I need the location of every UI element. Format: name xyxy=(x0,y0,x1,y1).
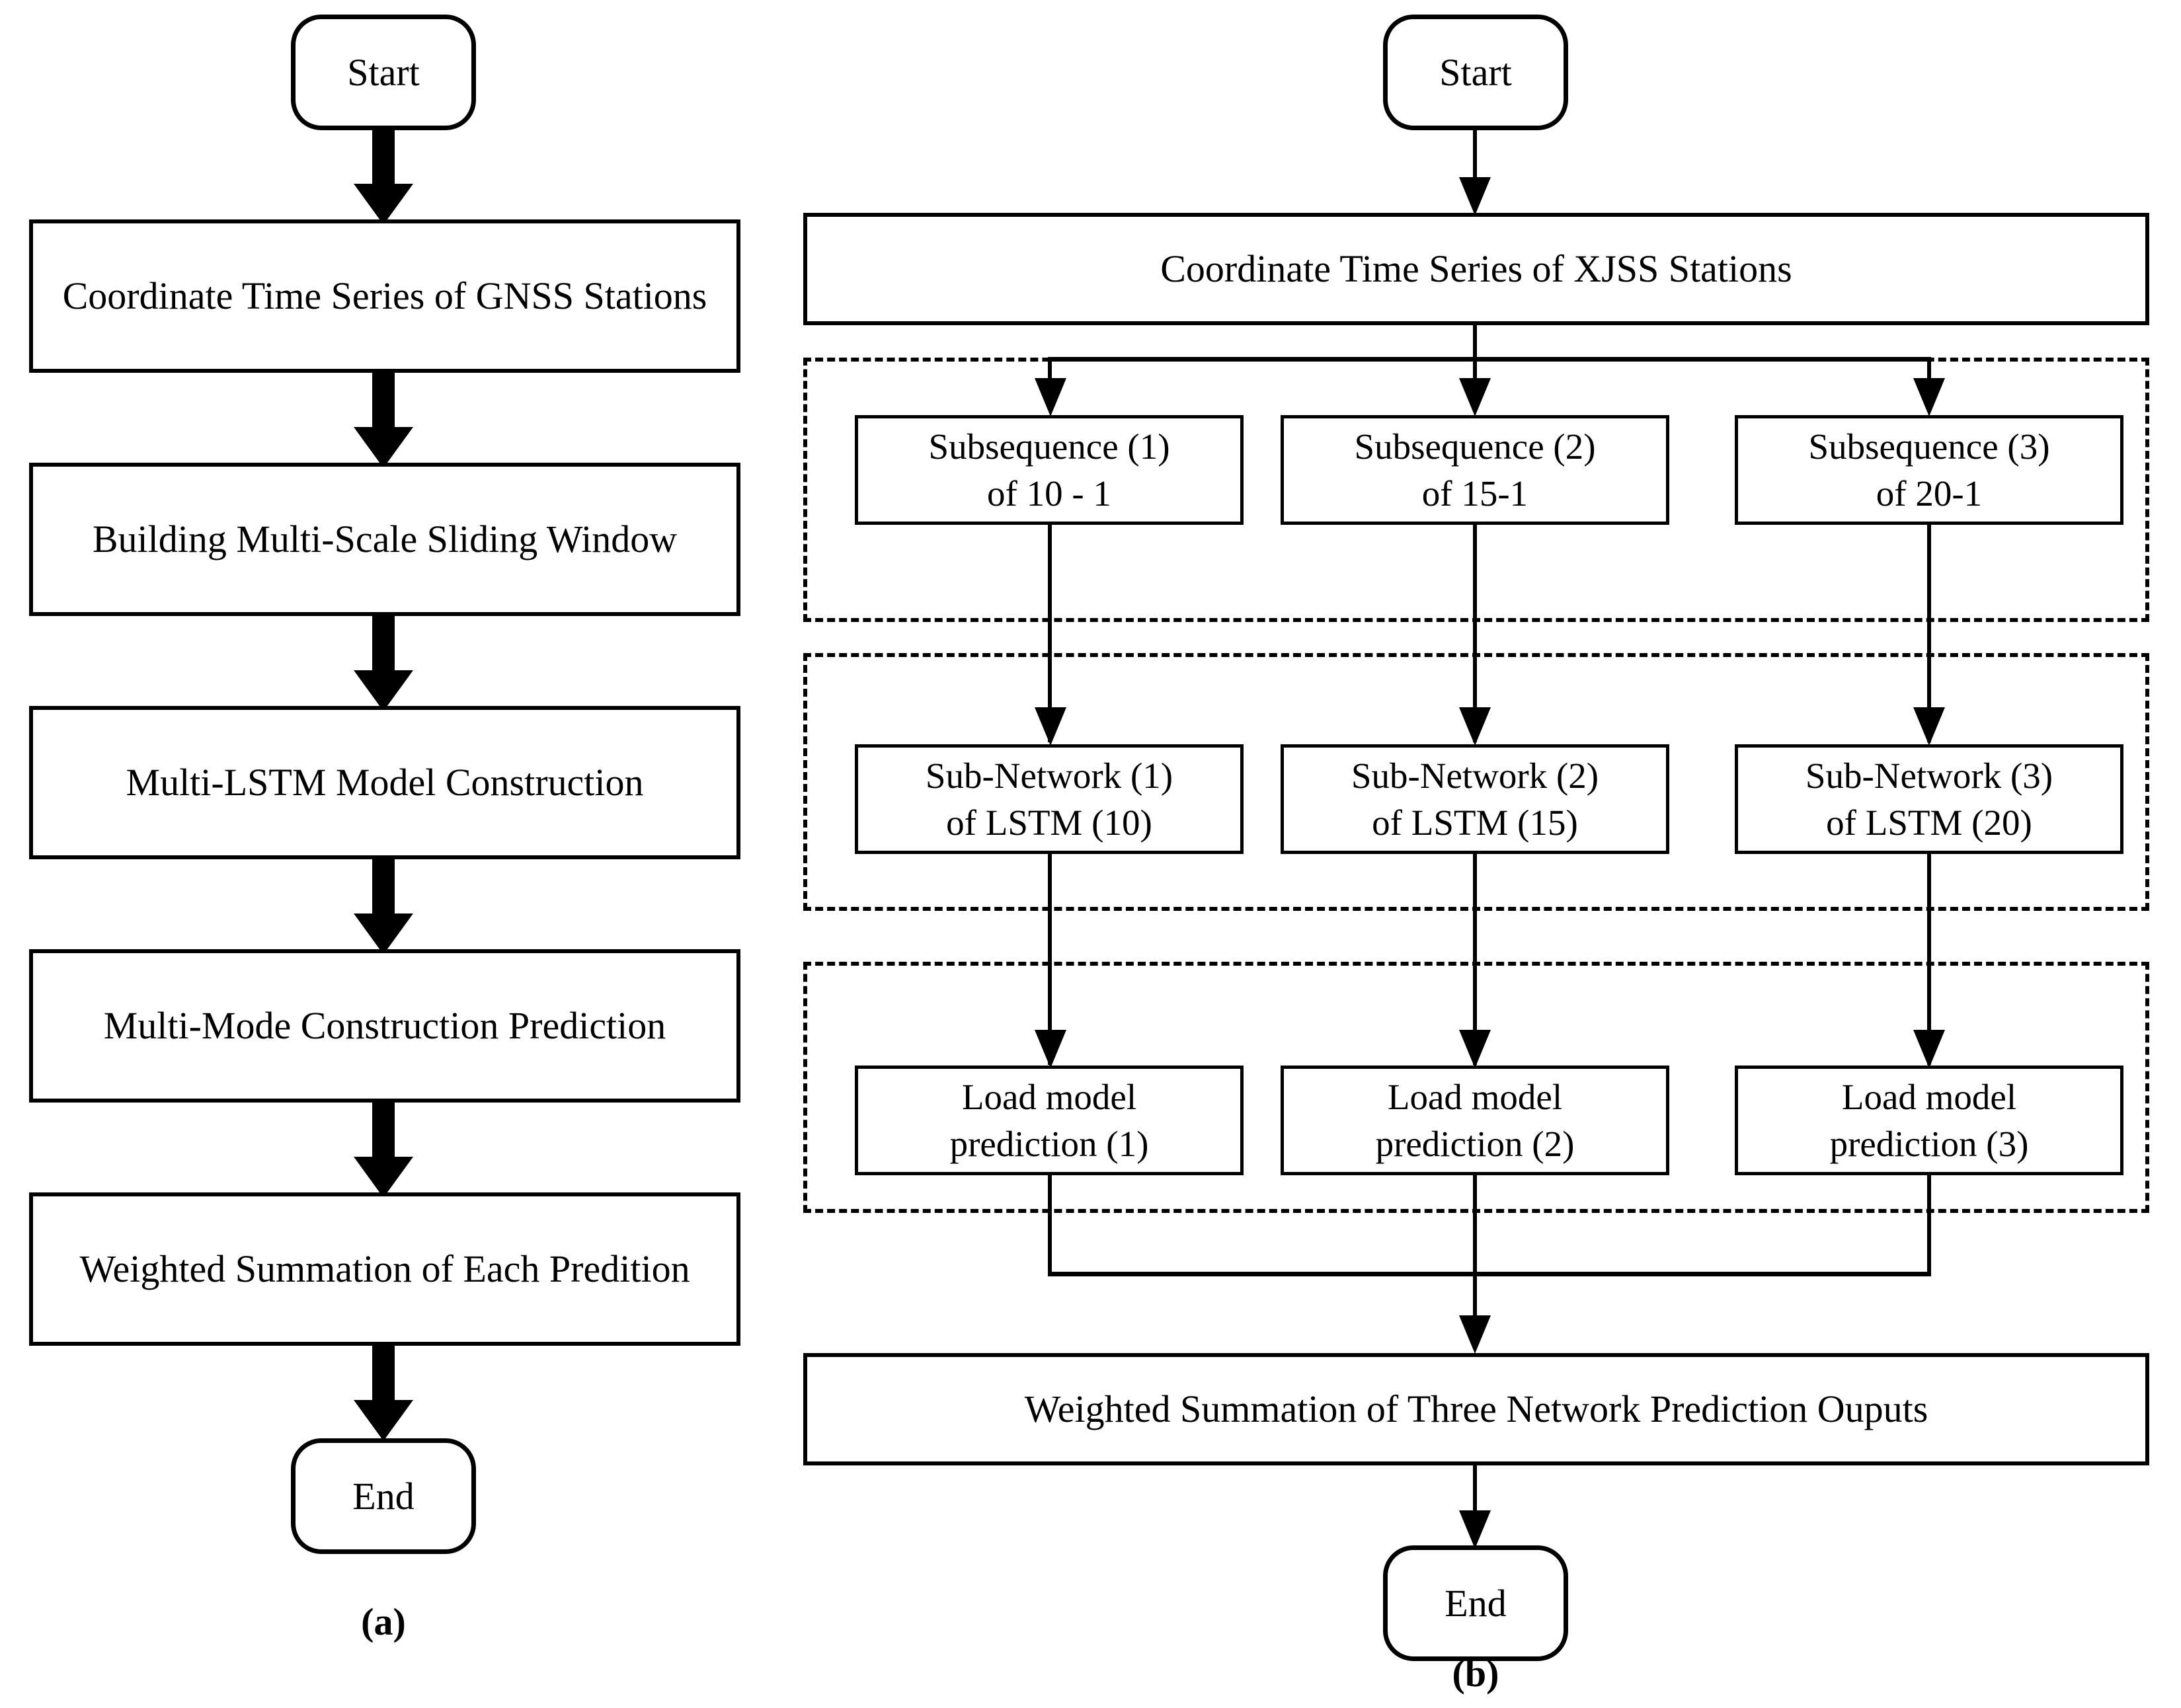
panel-a-arrow-2 xyxy=(354,369,413,468)
panel-b-drop-1b xyxy=(1473,357,1477,395)
panel-b-start-terminal: Start xyxy=(1383,15,1568,130)
panel-a-arrow-1 xyxy=(354,126,413,225)
panel-b-connector-3a xyxy=(1048,853,1052,1065)
panel-b-subsequence-3: Subsequence (3) of 20-1 xyxy=(1735,415,2123,525)
panel-a-step-2-label: Building Multi-Scale Sliding Window xyxy=(92,518,678,561)
panel-b-merge-leg-1 xyxy=(1048,1175,1052,1275)
panel-b-subsequence-3-label: Subsequence (3) of 20-1 xyxy=(1808,426,2050,514)
panel-b-subnetwork-2: Sub-Network (2) of LSTM (15) xyxy=(1281,744,1669,854)
panel-b-loadmodel-1-label: Load model prediction (1) xyxy=(949,1076,1149,1165)
panel-b-subnetwork-2-label: Sub-Network (2) of LSTM (15) xyxy=(1351,755,1599,843)
panel-a-step-2: Building Multi-Scale Sliding Window xyxy=(29,463,740,616)
panel-b-subnetwork-1-label: Sub-Network (1) of LSTM (10) xyxy=(925,755,1173,843)
panel-a-arrow-3 xyxy=(354,612,413,711)
panel-b-subsequence-1: Subsequence (1) of 10 - 1 xyxy=(855,415,1244,525)
panel-b-connector-split-stem xyxy=(1473,323,1477,361)
panel-a-step-4: Multi-Mode Construction Prediction xyxy=(29,949,740,1103)
panel-b-end-label: End xyxy=(1445,1582,1507,1625)
panel-b-subsequence-2: Subsequence (2) of 15-1 xyxy=(1281,415,1669,525)
panel-b-merge-leg-3 xyxy=(1927,1175,1931,1275)
panel-a-start-terminal: Start xyxy=(291,15,476,130)
panel-b-connector-3c xyxy=(1927,853,1931,1065)
panel-b-arrowhead-start xyxy=(1459,177,1491,215)
panel-b-caption: (b) xyxy=(1452,1652,1499,1695)
panel-b-input-label: Coordinate Time Series of XJSS Stations xyxy=(1160,247,1792,291)
panel-b-connector-start xyxy=(1473,130,1477,196)
panel-a-arrow-4 xyxy=(354,855,413,954)
panel-b-split-bar-1 xyxy=(1048,357,1931,362)
panel-b-subnetwork-1: Sub-Network (1) of LSTM (10) xyxy=(855,744,1244,854)
panel-b-output-label: Weighted Summation of Three Network Pred… xyxy=(1024,1387,1928,1431)
panel-b-loadmodel-3: Load model prediction (3) xyxy=(1735,1066,2123,1175)
panel-a-step-1: Coordinate Time Series of GNSS Stations xyxy=(29,219,740,373)
panel-b-start-label: Start xyxy=(1439,51,1512,94)
panel-a-arrow-5 xyxy=(354,1099,413,1198)
panel-b-arrowhead-3b xyxy=(1459,1030,1491,1068)
panel-b-arrowhead-1a xyxy=(1035,378,1066,416)
panel-a-end-label: End xyxy=(352,1475,415,1518)
panel-b-connector-end xyxy=(1473,1463,1477,1529)
panel-b-loadmodel-3-label: Load model prediction (3) xyxy=(1829,1076,2029,1165)
panel-b-arrowhead-1b xyxy=(1459,378,1491,416)
panel-b-subnetwork-3-label: Sub-Network (3) of LSTM (20) xyxy=(1805,755,2053,843)
panel-b-arrowhead-1c xyxy=(1913,378,1945,416)
panel-b-input-box: Coordinate Time Series of XJSS Stations xyxy=(803,213,2149,325)
panel-b-arrowhead-3c xyxy=(1913,1030,1945,1068)
panel-a-arrow-6 xyxy=(354,1342,413,1441)
panel-b-connector-2b xyxy=(1473,524,1477,742)
panel-b-loadmodel-2-label: Load model prediction (2) xyxy=(1375,1076,1575,1165)
panel-a-step-3-label: Multi-LSTM Model Construction xyxy=(126,761,644,804)
panel-b-merge-bar xyxy=(1048,1272,1931,1276)
panel-b-output-box: Weighted Summation of Three Network Pred… xyxy=(803,1353,2149,1465)
panel-b-connector-2c xyxy=(1927,524,1931,742)
panel-a-step-3: Multi-LSTM Model Construction xyxy=(29,706,740,859)
panel-b-arrowhead-2c xyxy=(1913,707,1945,746)
panel-a-end-terminal: End xyxy=(291,1438,476,1554)
panel-b-loadmodel-2: Load model prediction (2) xyxy=(1281,1066,1669,1175)
panel-a-step-5-label: Weighted Summation of Each Predition xyxy=(79,1247,690,1291)
panel-b-drop-1a xyxy=(1048,357,1052,395)
panel-b-arrowhead-2a xyxy=(1035,707,1066,746)
panel-b-connector-output xyxy=(1473,1272,1477,1335)
panel-b-connector-3b xyxy=(1473,853,1477,1065)
panel-b-loadmodel-1: Load model prediction (1) xyxy=(855,1066,1244,1175)
panel-a-step-4-label: Multi-Mode Construction Prediction xyxy=(103,1004,666,1048)
panel-b-connector-2a xyxy=(1048,524,1052,742)
panel-a-caption: (a) xyxy=(361,1600,406,1643)
panel-b-subsequence-1-label: Subsequence (1) of 10 - 1 xyxy=(928,426,1170,514)
panel-b-subsequence-2-label: Subsequence (2) of 15-1 xyxy=(1354,426,1596,514)
panel-b-subnetwork-3: Sub-Network (3) of LSTM (20) xyxy=(1735,744,2123,854)
panel-b-arrowhead-2b xyxy=(1459,707,1491,746)
panel-a-step-1-label: Coordinate Time Series of GNSS Stations xyxy=(62,274,707,318)
panel-a-start-label: Start xyxy=(347,51,420,94)
panel-b-merge-leg-2 xyxy=(1473,1175,1477,1275)
panel-a-step-5: Weighted Summation of Each Predition xyxy=(29,1192,740,1346)
panel-b-arrowhead-3a xyxy=(1035,1030,1066,1068)
panel-b-arrowhead-end xyxy=(1459,1510,1491,1549)
panel-b-drop-1c xyxy=(1927,357,1931,395)
panel-b-end-terminal: End xyxy=(1383,1545,1568,1661)
panel-b-arrowhead-output xyxy=(1459,1315,1491,1354)
